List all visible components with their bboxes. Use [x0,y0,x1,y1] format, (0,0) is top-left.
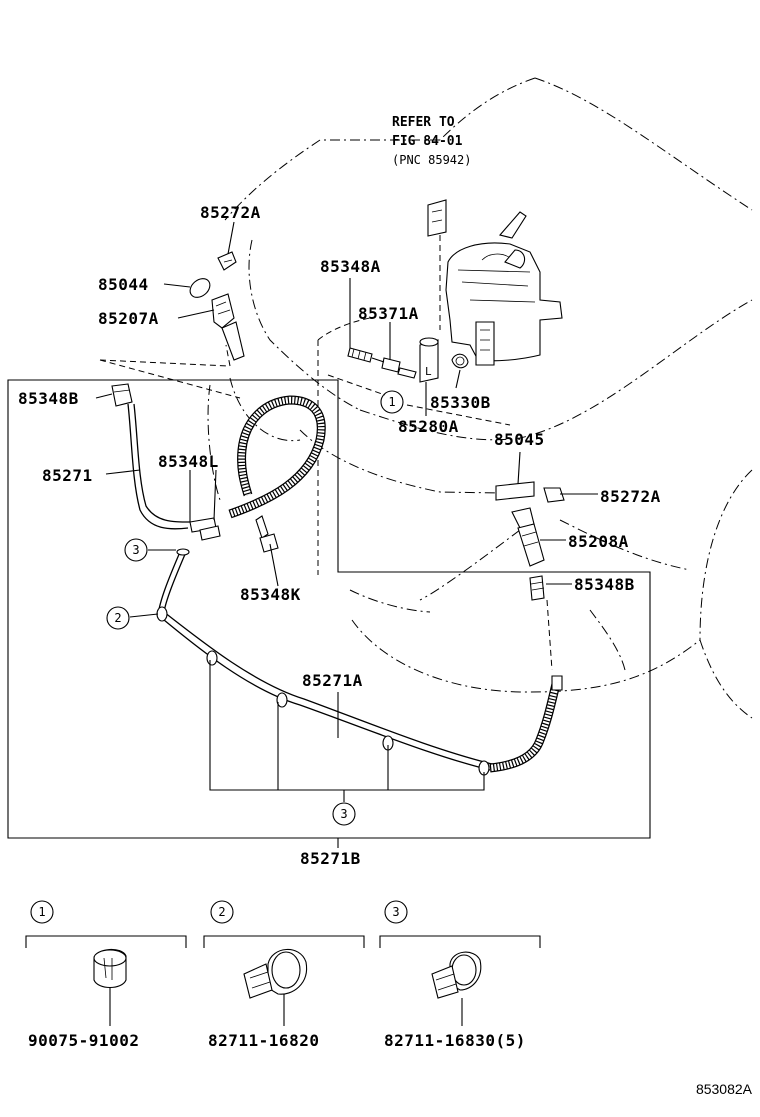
label-85280A: 85280A [398,417,459,436]
label-85207A: 85207A [98,309,159,328]
washer-tank [427,199,563,366]
label-85271B: 85271B [300,849,361,868]
legend-item-1: 1 90075-91002 [25,900,187,1050]
assembly-box [7,379,651,848]
label-85371A: 85371A [358,304,419,323]
label-85348K: 85348K [240,585,301,604]
right-nozzle [495,481,565,601]
diagram-callouts: 1 3 2 3 [106,390,404,826]
legend-2-part: 82711-16820 [208,1031,319,1050]
legend-3-number: 3 [392,905,399,919]
label-85348B-right: 85348B [574,575,635,594]
refer-note: REFER TO FIG 84-01 (PNC 85942) [392,115,471,167]
refer-line-2: FIG 84-01 [392,134,463,149]
label-85045: 85045 [494,430,545,449]
pump-parts: L [347,337,469,383]
legend-3-part: 82711-16830(5) [384,1031,526,1050]
legend-1-number: 1 [38,905,45,919]
callout-3-upper: 3 [132,543,139,557]
label-85271: 85271 [42,466,93,485]
part-labels: 85272A 85044 85207A 85348A 85371A 85348B… [18,203,661,868]
refer-line-1: REFER TO [392,115,455,130]
figure-id: 853082A [696,1081,753,1097]
label-85272A-top: 85272A [200,203,261,222]
label-85044: 85044 [98,275,149,294]
refer-line-3: (PNC 85942) [392,153,471,167]
legend-item-3: 3 82711-16830(5) [379,900,541,1050]
svg-text:L: L [425,365,432,378]
callout-1: 1 [388,395,395,409]
label-85272A-right: 85272A [600,487,661,506]
label-85348B-left: 85348B [18,389,79,408]
callout-3-lower: 3 [340,807,347,821]
callout-2: 2 [114,611,121,625]
label-85271A: 85271A [302,671,363,690]
legend-item-2: 2 82711-16820 [203,900,365,1050]
legend: 1 90075-91002 2 82711-16820 3 [25,900,541,1050]
label-85330B: 85330B [430,393,491,412]
hoses [111,383,563,776]
legend-2-number: 2 [218,905,225,919]
body-outlines [99,77,753,719]
label-85348A: 85348A [320,257,381,276]
label-85348L: 85348L [158,452,219,471]
legend-1-part: 90075-91002 [28,1031,139,1050]
leader-lines [95,221,598,802]
label-85208A: 85208A [568,532,629,551]
left-nozzle [189,251,245,361]
